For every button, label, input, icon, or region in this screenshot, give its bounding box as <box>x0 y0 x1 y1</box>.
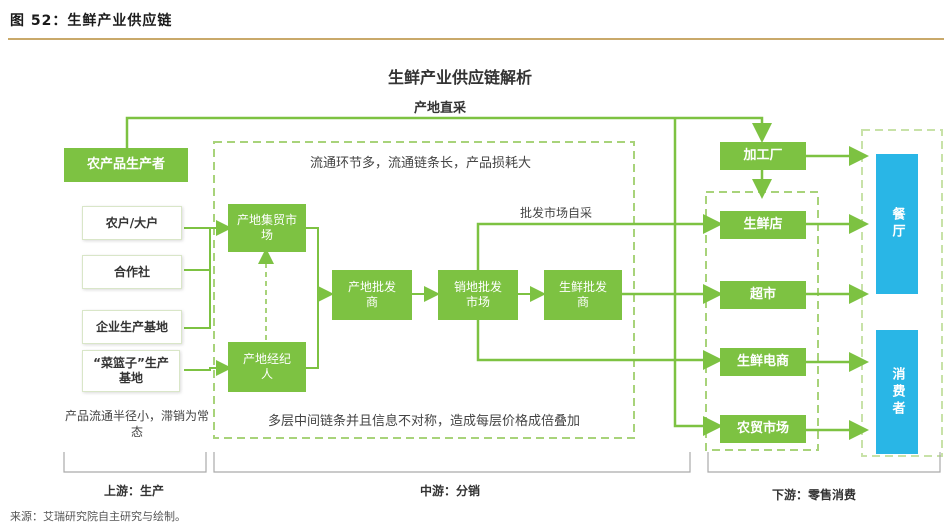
producer-item-enterprise-base: 企业生产基地 <box>82 310 182 344</box>
origin-wholesaler: 产地批发商 <box>332 270 412 320</box>
producer-item-cooperative: 合作社 <box>82 255 182 289</box>
wholesale-self-purchase-label: 批发市场自采 <box>520 206 593 220</box>
sales-wholesale-market: 销地批发市场 <box>438 270 518 320</box>
retail-supermarket: 超市 <box>720 281 806 309</box>
endpoint-restaurant: 餐厅 <box>876 154 918 294</box>
source-note: 来源：艾瑞研究院自主研究与绘制。 <box>10 510 186 523</box>
retail-fresh-ecommerce: 生鲜电商 <box>720 348 806 376</box>
retail-farmers-market: 农贸市场 <box>720 415 806 443</box>
endpoint-frame <box>861 129 943 457</box>
producer-item-vegetable-basket-base: “菜篮子”生产基地 <box>82 350 180 392</box>
retail-fresh-store: 生鲜店 <box>720 211 806 239</box>
midstream-frame <box>213 141 635 439</box>
upstream-footer: 上游：生产 <box>104 484 165 498</box>
origin-broker: 产地经纪人 <box>228 342 306 392</box>
diagram-title: 生鲜产业供应链解析 <box>388 68 533 87</box>
figure-title: 图 52：生鲜产业供应链 <box>10 13 173 29</box>
upstream-note: 产品流通半径小，滞销为常态 <box>64 409 209 440</box>
midstream-footer: 中游：分销 <box>420 484 481 498</box>
downstream-footer: 下游：零售消费 <box>772 488 857 502</box>
producer-header: 农产品生产者 <box>64 148 188 182</box>
origin-collect-market: 产地集贸市场 <box>228 204 306 252</box>
direct-purchase-label: 产地直采 <box>414 101 467 116</box>
processor: 加工厂 <box>720 142 806 170</box>
middle-note-top: 流通环节多，流通链条长，产品损耗大 <box>310 156 532 171</box>
endpoint-consumer: 消费者 <box>876 330 918 454</box>
middle-note-bottom: 多层中间链条并且信息不对称，造成每层价格成倍叠加 <box>268 414 581 429</box>
fresh-wholesaler: 生鲜批发商 <box>544 270 622 320</box>
title-rule <box>8 38 944 40</box>
producer-item-households: 农户/大户 <box>82 206 182 240</box>
